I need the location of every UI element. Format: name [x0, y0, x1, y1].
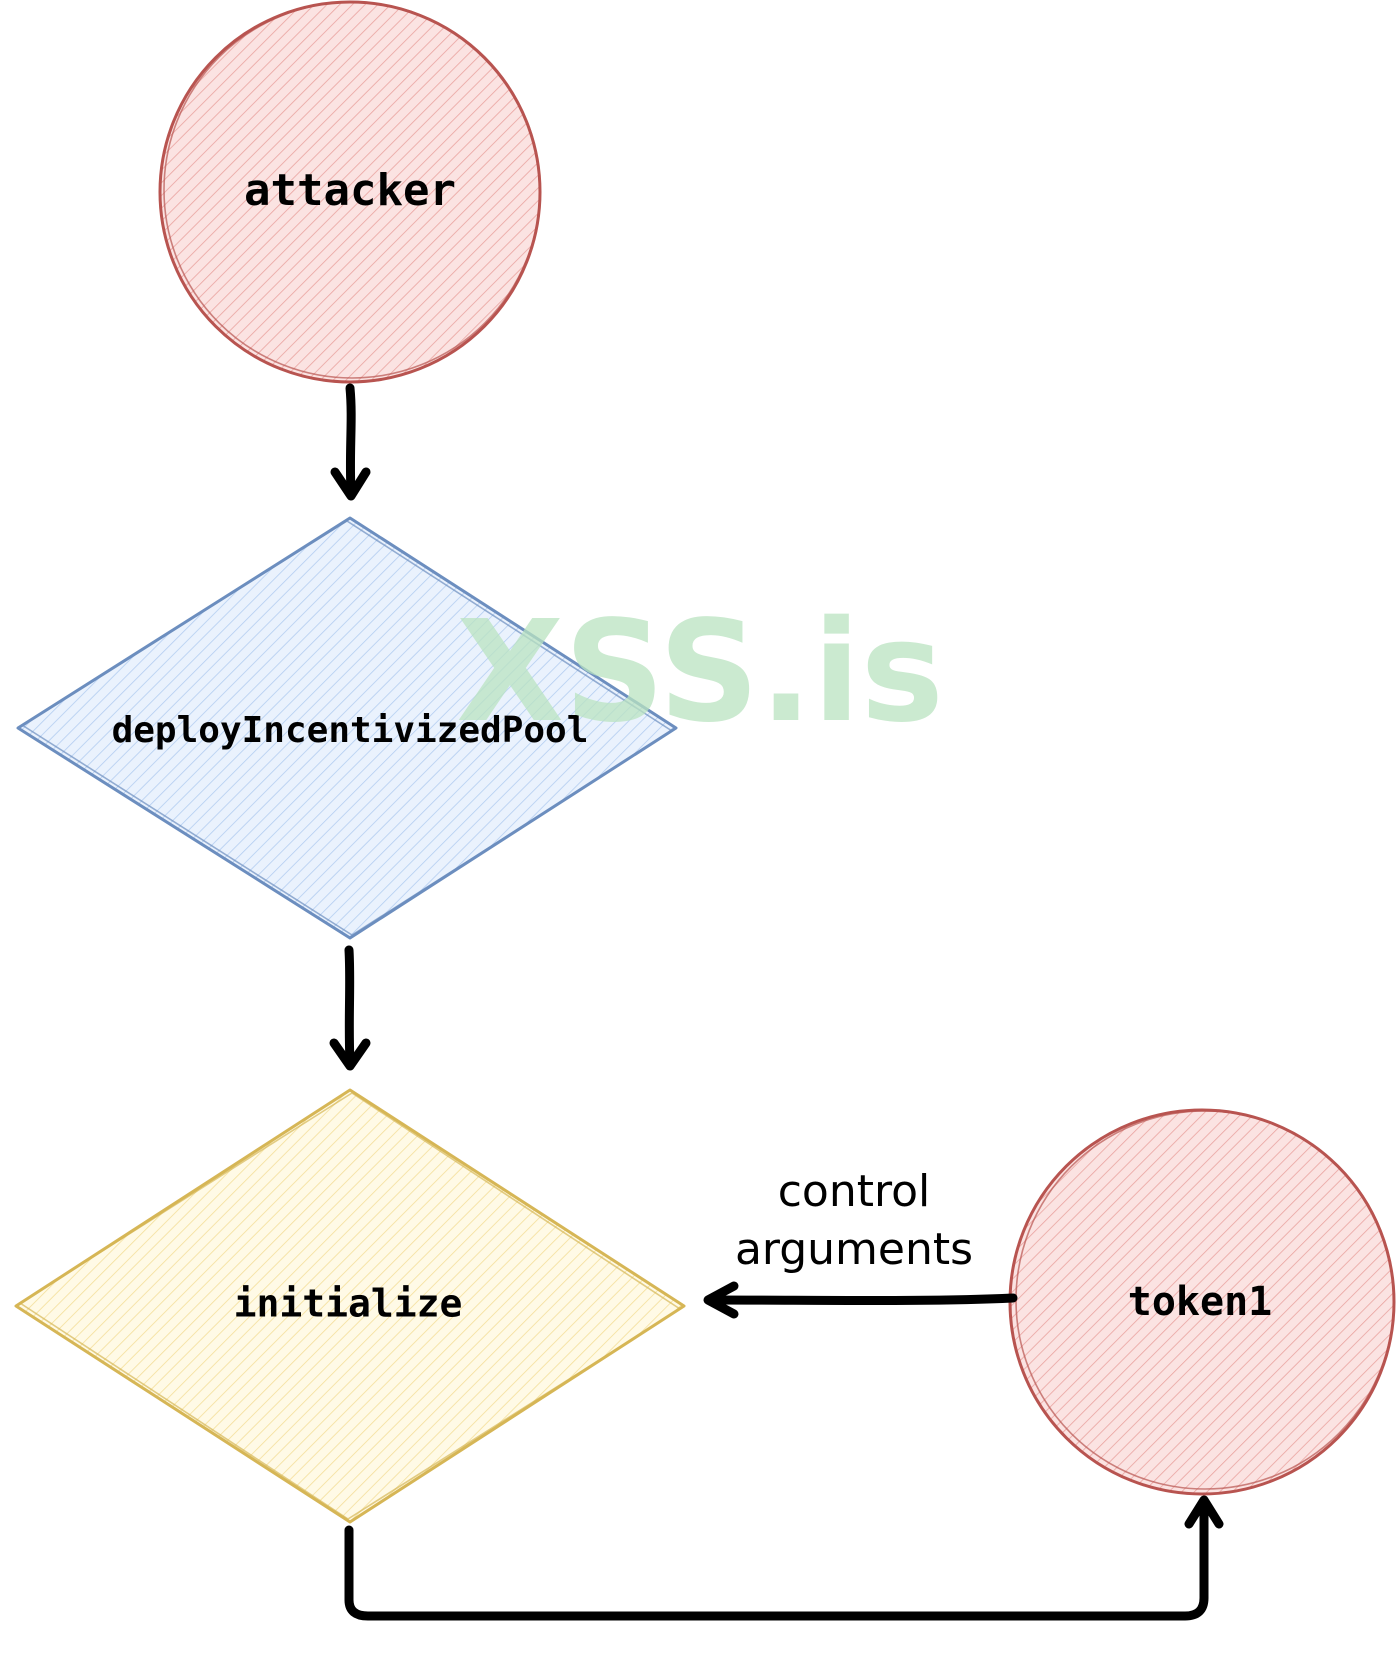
watermark: XSS.is: [456, 591, 944, 754]
attacker-label: attacker: [244, 165, 456, 216]
initialize-diamond: [14, 1088, 686, 1524]
edge-initialize-to-token1-head: [1184, 1495, 1224, 1529]
node-attacker[interactable]: attacker: [158, 0, 542, 384]
edge-initialize-to-token1: [344, 1495, 1224, 1621]
deploy-diamond-sketch: [21, 520, 673, 936]
edge-attacker-to-deploy: [330, 383, 371, 501]
edge-token1-to-initialize-head: [703, 1281, 739, 1319]
token1-label: token1: [1128, 1279, 1273, 1325]
edge-deploy-to-initialize-line: [344, 945, 355, 1067]
edge-label-control: control: [778, 1166, 931, 1217]
node-initialize[interactable]: initialize: [14, 1088, 686, 1524]
node-token1[interactable]: token1: [1008, 1108, 1396, 1496]
initialize-label: initialize: [234, 1282, 463, 1326]
edge-attacker-to-deploy-head: [330, 467, 371, 501]
deploy-label: deployIncentivizedPool: [112, 710, 589, 751]
edge-initialize-to-token1-line: [344, 1500, 1209, 1621]
edge-token1-to-initialize-line: [707, 1293, 1018, 1305]
edge-deploy-to-initialize: [329, 945, 371, 1071]
edge-deploy-to-initialize-head: [329, 1038, 371, 1071]
node-deploy-incentivized-pool[interactable]: deployIncentivizedPool: [16, 516, 678, 940]
initialize-diamond-sketch: [19, 1092, 681, 1520]
edge-label-arguments: arguments: [735, 1224, 973, 1275]
attacker-circle-sketch: [163, 1, 541, 379]
edge-attacker-to-deploy-line: [345, 383, 356, 497]
edge-token1-to-initialize: [703, 1281, 1018, 1319]
